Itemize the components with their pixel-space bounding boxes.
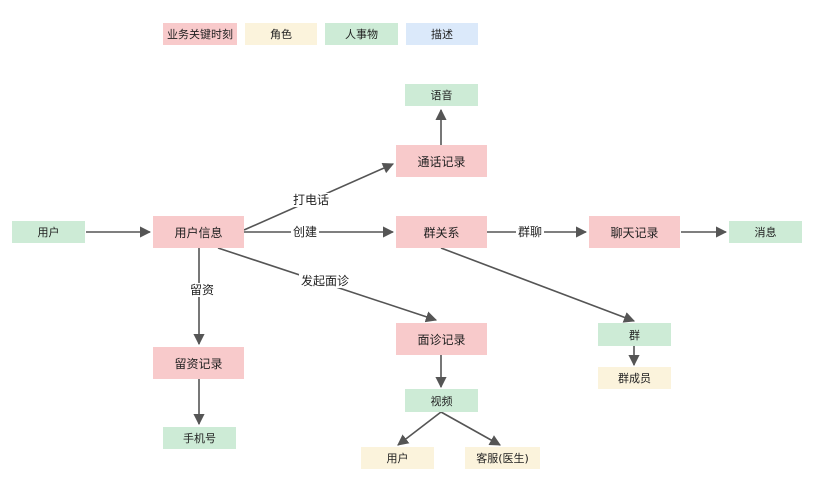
edge-label-retain: 留资 — [188, 283, 217, 297]
edge-label-group-chat: 群聊 — [516, 225, 545, 239]
node-voice: 语音 — [405, 84, 478, 106]
node-message: 消息 — [729, 221, 802, 243]
edge-video-to-user — [397, 411, 442, 446]
edge-group-to-groupnode — [440, 247, 636, 323]
edge-label-call: 打电话 — [291, 193, 332, 207]
node-user-info: 用户信息 — [153, 216, 244, 248]
node-retention-record: 留资记录 — [153, 347, 244, 379]
edge-label-start-consult: 发起面诊 — [299, 274, 352, 288]
node-chat-record: 聊天记录 — [589, 216, 680, 248]
node-group: 群 — [598, 323, 671, 346]
node-video: 视频 — [405, 389, 478, 412]
node-group-relation: 群关系 — [396, 216, 487, 248]
legend-key-moment: 业务关键时刻 — [163, 23, 237, 45]
node-user: 用户 — [12, 221, 85, 243]
node-call-record: 通话记录 — [396, 145, 487, 177]
node-phone-number: 手机号 — [163, 427, 236, 449]
edge-label-create: 创建 — [291, 225, 320, 239]
legend-role: 角色 — [245, 23, 317, 45]
legend-desc: 描述 — [406, 23, 478, 45]
node-group-member: 群成员 — [598, 367, 671, 389]
node-consult-record: 面诊记录 — [396, 323, 487, 355]
edge-video-to-service — [440, 411, 501, 446]
node-user-bottom: 用户 — [361, 447, 434, 469]
legend-thing: 人事物 — [325, 23, 398, 45]
node-customer-service: 客服(医生) — [465, 447, 540, 469]
